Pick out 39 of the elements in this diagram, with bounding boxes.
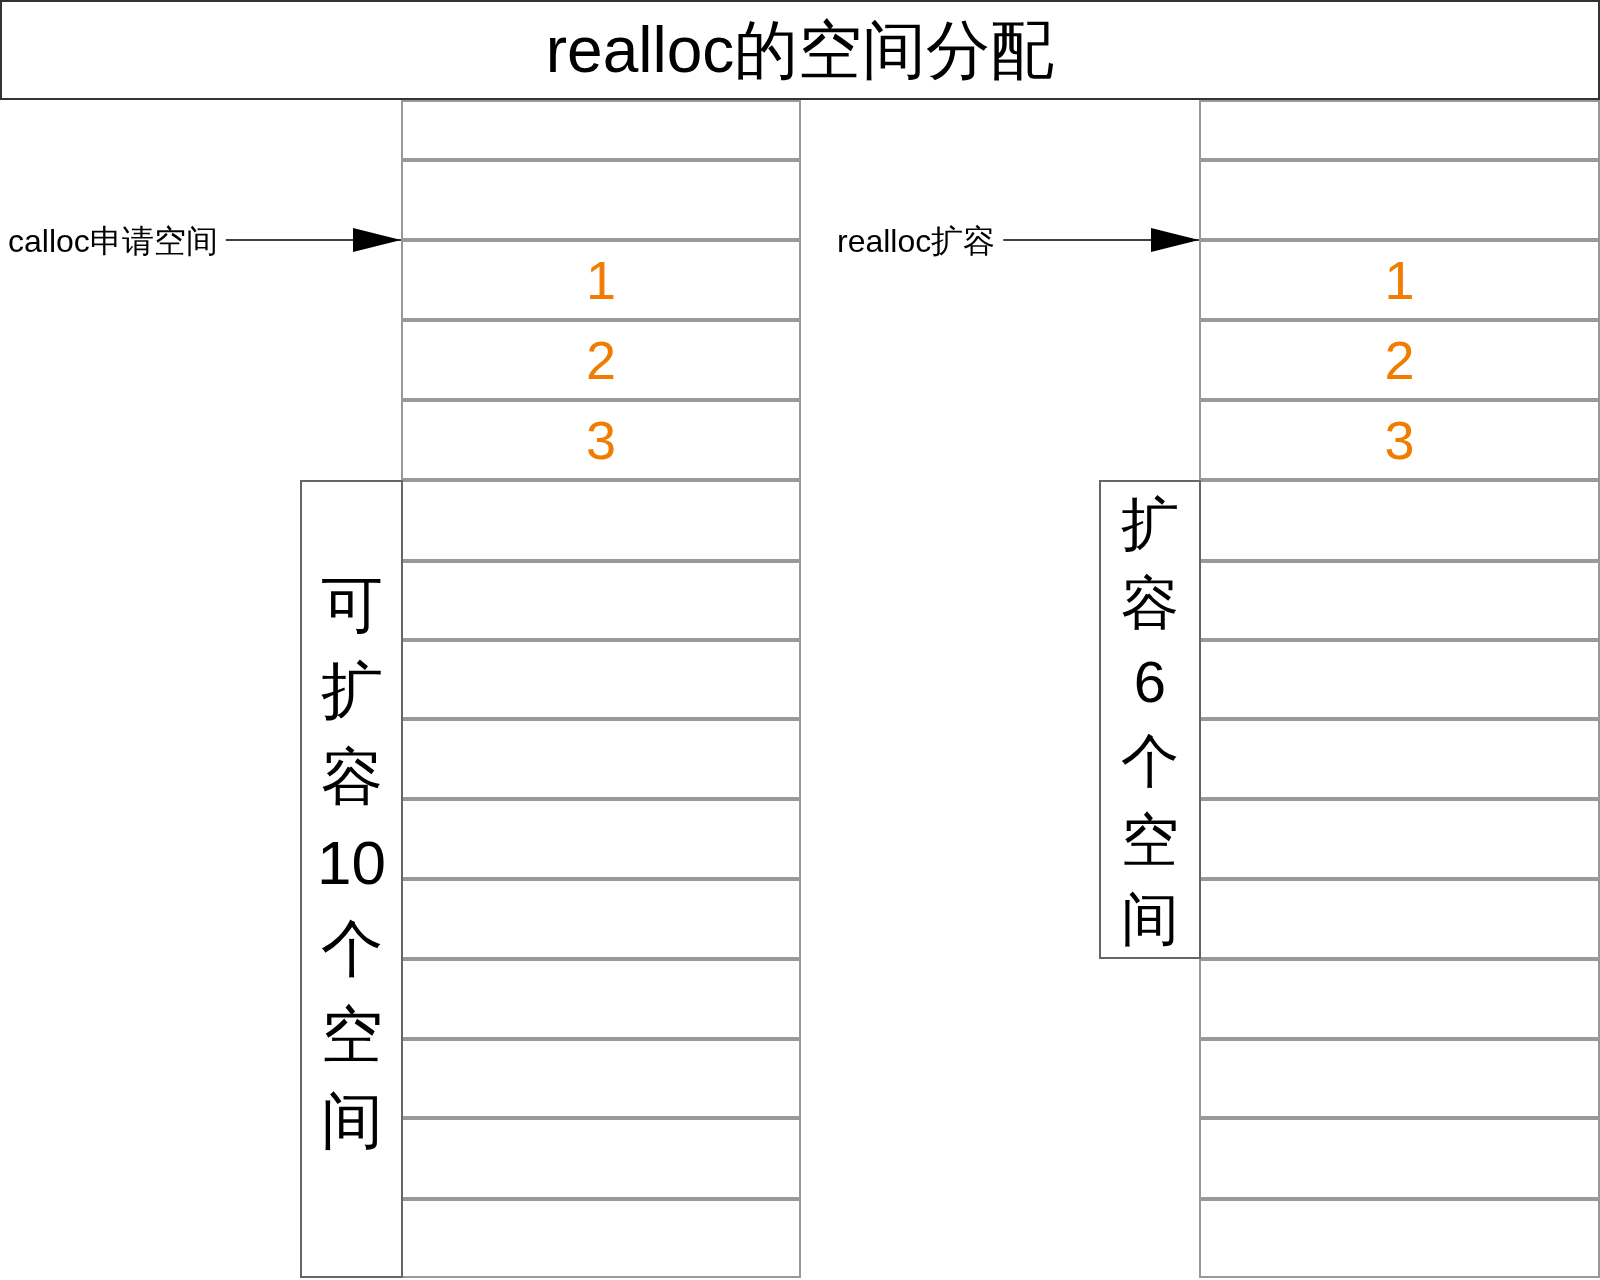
empty-memory-cell bbox=[401, 1039, 801, 1118]
empty-memory-cell bbox=[1199, 1199, 1600, 1278]
empty-memory-cell bbox=[1199, 959, 1600, 1039]
bracket-box bbox=[1099, 480, 1201, 959]
empty-memory-cell bbox=[401, 959, 801, 1039]
empty-memory-cell bbox=[1199, 719, 1600, 799]
arrow bbox=[1002, 228, 1200, 252]
empty-memory-cell bbox=[401, 100, 801, 160]
memory-cell: 2 bbox=[401, 320, 801, 400]
diagram-title: realloc的空间分配 bbox=[0, 0, 1600, 100]
memory-cell: 1 bbox=[1199, 240, 1600, 320]
pointer-label: calloc申请空间 bbox=[8, 220, 218, 264]
vertical-label: 可扩容10个空间 bbox=[316, 569, 387, 1157]
memory-cell: 1 bbox=[401, 240, 801, 320]
empty-memory-cell bbox=[1199, 799, 1600, 879]
vertical-label: 扩容6个空间 bbox=[1120, 490, 1180, 953]
empty-memory-cell bbox=[401, 799, 801, 879]
empty-memory-cell bbox=[1199, 561, 1600, 640]
bracket-box bbox=[300, 480, 403, 1278]
pointer-label: realloc扩容 bbox=[837, 220, 996, 264]
empty-memory-cell bbox=[1199, 1039, 1600, 1118]
empty-memory-cell bbox=[401, 640, 801, 719]
empty-memory-cell bbox=[401, 719, 801, 799]
empty-memory-cell bbox=[1199, 640, 1600, 719]
memory-cell: 3 bbox=[401, 400, 801, 480]
empty-memory-cell bbox=[1199, 160, 1600, 240]
empty-memory-cell bbox=[401, 480, 801, 561]
empty-memory-cell bbox=[1199, 879, 1600, 959]
arrow bbox=[225, 228, 402, 252]
empty-memory-cell bbox=[401, 1118, 801, 1199]
empty-memory-cell bbox=[1199, 100, 1600, 160]
empty-memory-cell bbox=[1199, 1118, 1600, 1199]
memory-cell: 3 bbox=[1199, 400, 1600, 480]
empty-memory-cell bbox=[401, 561, 801, 640]
empty-memory-cell bbox=[401, 879, 801, 959]
empty-memory-cell bbox=[401, 1199, 801, 1278]
memory-cell: 2 bbox=[1199, 320, 1600, 400]
empty-memory-cell bbox=[401, 160, 801, 240]
empty-memory-cell bbox=[1199, 480, 1600, 561]
